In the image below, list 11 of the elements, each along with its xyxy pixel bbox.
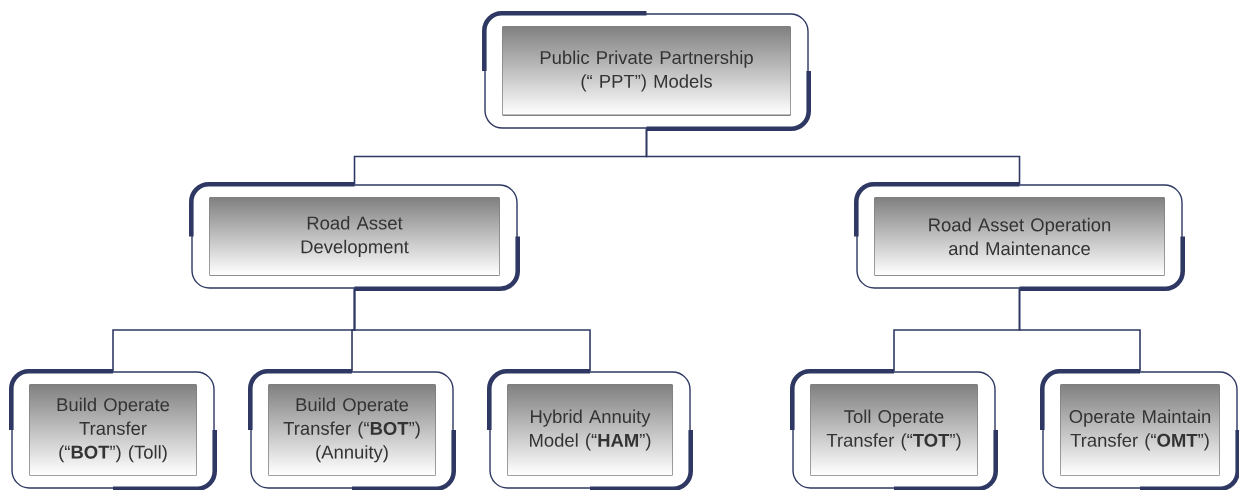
model-box: Road Asset Development	[189, 182, 520, 291]
model-box: Operate Maintain Transfer (“OMT”)	[1040, 369, 1239, 490]
model-box: Road Asset Operation and Maintenance	[854, 182, 1185, 291]
model-box: Build Operate Transfer (“BOT”) (Annuity)	[248, 369, 456, 490]
connector-line	[645, 127, 1021, 186]
model-box: Public Private Partnership (“ PPT”) Models	[482, 11, 811, 131]
connector-line	[353, 287, 591, 373]
connector-line	[1018, 287, 1141, 373]
model-box: Toll Operate Transfer (“TOT”)	[790, 369, 998, 490]
model-box: Hybrid Annuity Model (“HAM”)	[487, 369, 693, 490]
model-box: Build Operate Transfer (“BOT”) (Toll)	[9, 369, 217, 490]
